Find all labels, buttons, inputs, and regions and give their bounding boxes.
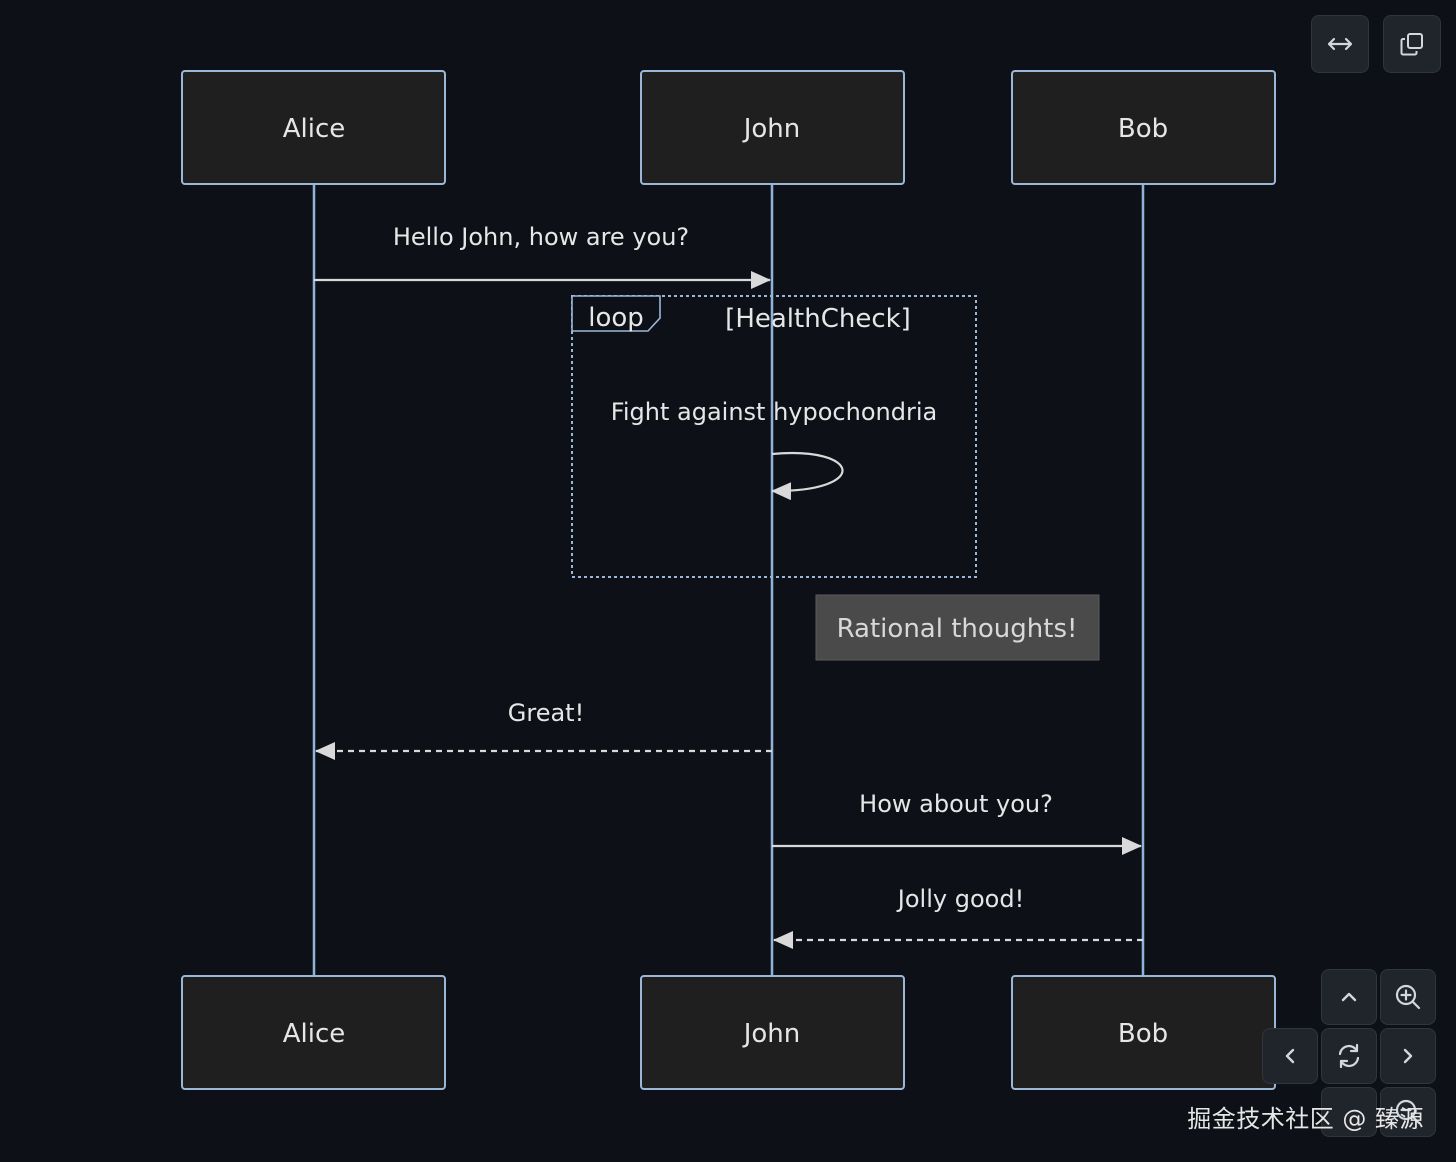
note-text: Rational thoughts! [837,614,1078,644]
actor-john-top: John [640,70,905,185]
zoom-in-button[interactable] [1380,969,1436,1025]
chevron-up-icon [1341,992,1357,1002]
chevron-right-icon [1403,1048,1413,1064]
expand-button[interactable] [1311,15,1369,73]
loop-fragment: loop [HealthCheck] [571,295,977,578]
pan-right-button[interactable] [1380,1028,1436,1084]
pan-up-button[interactable] [1321,969,1377,1025]
actor-john-bottom-label: John [742,1019,801,1049]
loop-keyword: loop [588,303,644,333]
zoom-in-icon [1395,984,1421,1010]
message-1-text: Hello John, how are you? [393,223,689,251]
actor-john-top-label: John [742,114,801,144]
reset-view-button[interactable] [1321,1028,1377,1084]
actor-alice-bottom-label: Alice [283,1019,346,1049]
chevron-left-icon [1285,1048,1295,1064]
message-2-text: Fight against hypochondria [611,398,937,426]
actor-bob-top: Bob [1011,70,1276,185]
actor-bob-bottom-label: Bob [1118,1019,1168,1049]
actor-bob-top-label: Bob [1118,114,1168,144]
zoom-out-button[interactable] [1380,1087,1436,1137]
copy-icon [1400,33,1423,56]
pan-down-button[interactable] [1321,1087,1377,1137]
actor-alice-top-label: Alice [283,114,346,144]
actor-alice-bottom: Alice [181,975,446,1090]
message-4-text: How about you? [859,790,1053,818]
message-3-text: Great! [508,699,584,727]
note: Rational thoughts! [815,594,1100,661]
expand-horizontal-icon [1327,37,1353,51]
copy-button[interactable] [1383,15,1441,73]
pan-left-button[interactable] [1262,1028,1318,1084]
actor-alice-top: Alice [181,70,446,185]
actor-bob-bottom: Bob [1011,975,1276,1090]
loop-condition: [HealthCheck] [725,304,911,334]
loop-tab [571,295,661,332]
message-2-self-arrow [771,452,844,501]
watermark: 掘金技术社区 @ 臻源 [1187,1105,1424,1133]
message-5-text: Jolly good! [896,885,1024,913]
zoom-out-icon [1395,1099,1421,1125]
reset-icon [1338,1043,1360,1069]
actor-john-bottom: John [640,975,905,1090]
